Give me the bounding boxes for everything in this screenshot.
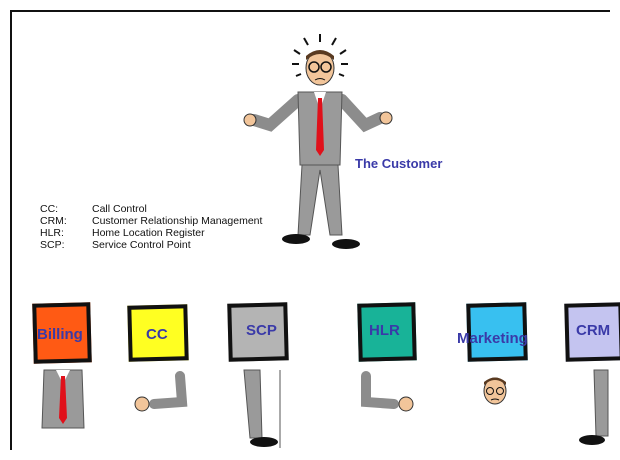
marketing-label: Marketing: [457, 330, 528, 347]
legend-abbr: SCP:: [40, 239, 65, 251]
legend-text: Call Control: [92, 203, 147, 215]
customer-figure-icon: [243, 34, 393, 249]
legend-text: Home Location Register: [92, 227, 205, 239]
crm-leg-part-icon: [579, 369, 609, 445]
legend-abbr: CC:: [40, 203, 59, 215]
cc-label: CC: [146, 326, 168, 343]
hlr-label: HLR: [369, 322, 400, 339]
legend-row: CC: Call Control: [40, 203, 262, 215]
abbreviation-legend: CC: Call Control CRM: Customer Relationshi…: [40, 203, 262, 251]
legend-abbr: CRM:: [40, 215, 67, 227]
head-part-icon: [483, 377, 507, 405]
scp-label: SCP: [246, 322, 277, 339]
legend-row: HLR: Home Location Register: [40, 227, 262, 239]
legend-row: CRM: Customer Relationship Management: [40, 215, 262, 227]
torso-part-icon: [41, 369, 85, 429]
right-arm-part-icon: [134, 371, 188, 412]
billing-label: Billing: [37, 326, 83, 343]
legend-text: Service Control Point: [92, 239, 191, 251]
crm-label: CRM: [576, 322, 611, 339]
legend-row: SCP: Service Control Point: [40, 239, 262, 251]
customer-caption: The Customer: [355, 156, 443, 171]
legend-abbr: HLR:: [40, 227, 64, 239]
leg-part-icon: [243, 369, 281, 448]
legend-text: Customer Relationship Management: [92, 215, 263, 227]
left-arm-part-icon: [361, 371, 414, 412]
